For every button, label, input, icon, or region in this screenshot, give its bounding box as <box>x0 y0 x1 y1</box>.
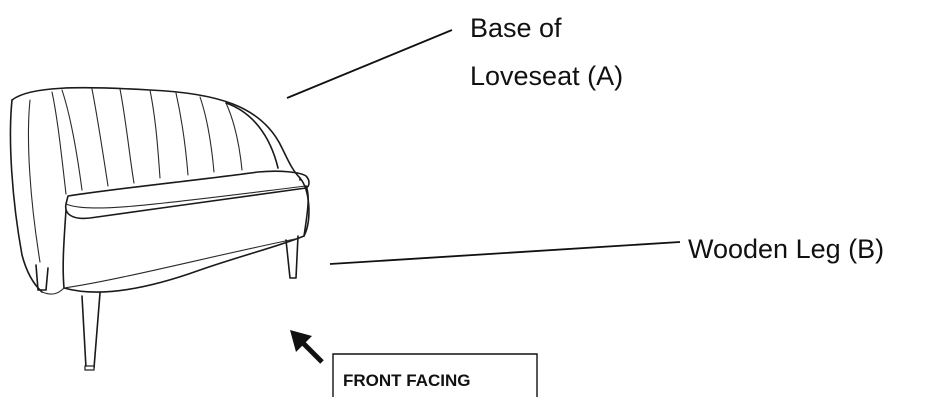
wooden-legs <box>35 235 299 371</box>
loveseat-base <box>62 185 309 293</box>
loveseat-left-side <box>9 99 43 293</box>
base-label-line1: Base of <box>470 13 562 43</box>
front-facing-badge: FRONT FACING <box>332 353 538 397</box>
leg-leader-line <box>329 241 681 265</box>
loveseat-illustration <box>9 86 310 371</box>
front-facing-text: FRONT FACING <box>343 371 471 390</box>
back-left-leg <box>35 264 49 291</box>
loveseat-back <box>11 86 301 181</box>
front-left-leg <box>81 292 101 369</box>
arrow-up-left-icon <box>290 330 324 364</box>
channel-tufting <box>51 88 243 195</box>
seat-cushion <box>64 170 310 220</box>
front-right-leg <box>285 235 299 279</box>
base-leader-line <box>286 29 453 99</box>
base-label-line2: Loveseat (A) <box>470 61 623 91</box>
leg-label: Wooden Leg (B) <box>688 234 884 264</box>
